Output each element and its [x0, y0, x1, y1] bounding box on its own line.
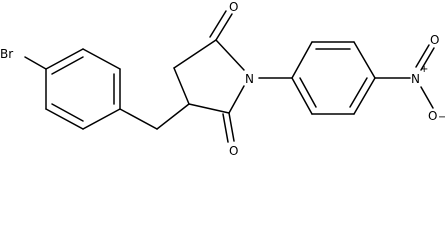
double-bond-n-o: [415, 44, 430, 68]
bond: [291, 77, 313, 115]
double-bond-co-top: [209, 10, 227, 38]
double-bond-co-top: [215, 13, 233, 41]
double-bond-co-bottom: [222, 113, 229, 143]
atom-o-bottom: O: [229, 144, 238, 158]
bond: [82, 108, 121, 130]
bromophenyl-ring: [45, 48, 121, 130]
double-bond-n-o: [420, 47, 435, 71]
atom-n: N: [245, 72, 254, 86]
bond-c-br: [24, 56, 47, 70]
bond: [45, 48, 84, 70]
molecule-diagram: Br O O N N + O O −: [0, 0, 445, 158]
bond: [353, 77, 376, 115]
double-bond: [299, 77, 317, 108]
bond-ch2-ring: [156, 103, 190, 130]
bond: [45, 108, 84, 130]
charge-plus: +: [420, 64, 428, 75]
double-bond: [51, 103, 84, 122]
double-bond: [349, 77, 368, 108]
atom-o-top: O: [229, 0, 238, 14]
double-bond: [51, 56, 84, 75]
succinimide-ring: [173, 39, 245, 114]
bond-ring-ch2: [119, 108, 158, 130]
bond: [188, 103, 230, 114]
bond: [173, 67, 190, 105]
bond: [215, 39, 245, 71]
atom-n-plus: N: [411, 72, 420, 86]
atom-o-right: O: [428, 109, 437, 123]
bond: [82, 48, 121, 70]
charge-minus: −: [438, 112, 445, 123]
double-bond-co-bottom: [228, 112, 235, 142]
structure-canvas: Br O O N N + O O −: [0, 0, 445, 158]
bond: [173, 39, 217, 69]
bond: [353, 41, 376, 79]
bond-n-o-minus: [420, 86, 434, 109]
atom-br: Br: [0, 47, 13, 61]
bond: [228, 85, 245, 114]
nitrophenyl-ring: [291, 41, 376, 115]
bond: [291, 41, 313, 79]
atom-o-nitro: O: [430, 33, 439, 47]
